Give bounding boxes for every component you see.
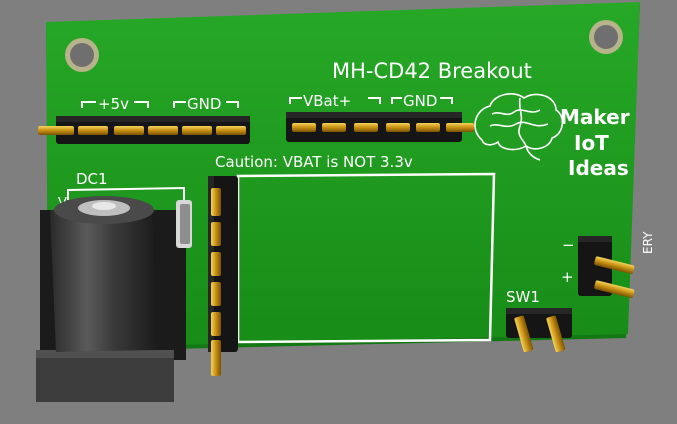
battery-plus: + — [561, 268, 574, 286]
mounting-hole-right — [589, 20, 623, 54]
dc1-label: DC1 — [76, 170, 108, 188]
label-5v: +5v — [98, 95, 129, 113]
pin-header-vertical — [208, 176, 238, 376]
label-gnd-right: GND — [403, 92, 437, 110]
battery-connector — [578, 236, 635, 298]
logo-text-ideas: Ideas — [568, 156, 629, 180]
caution-text: Caution: VBAT is NOT 3.3v — [215, 153, 413, 171]
pin-header-5v-gnd — [38, 116, 250, 144]
brain-logo-icon — [474, 93, 564, 161]
battery-minus: − — [562, 236, 575, 254]
mounting-hole-left — [65, 38, 99, 72]
sw1-label: SW1 — [506, 288, 540, 306]
dc1-outline — [67, 186, 185, 210]
label-vbat: VBat+ — [303, 92, 351, 110]
switch-header-sw1 — [506, 308, 572, 353]
header-label-5v-group — [81, 97, 453, 108]
label-gnd-left: GND — [187, 95, 221, 113]
board-title: MH-CD42 Breakout — [332, 59, 532, 83]
logo-text-maker: Maker — [560, 105, 630, 129]
dc-barrel-jack — [36, 196, 192, 402]
battery-label: ERY — [641, 231, 655, 254]
pin-header-vbat-gnd — [286, 112, 474, 142]
logo-text-iot: IoT — [574, 131, 609, 155]
